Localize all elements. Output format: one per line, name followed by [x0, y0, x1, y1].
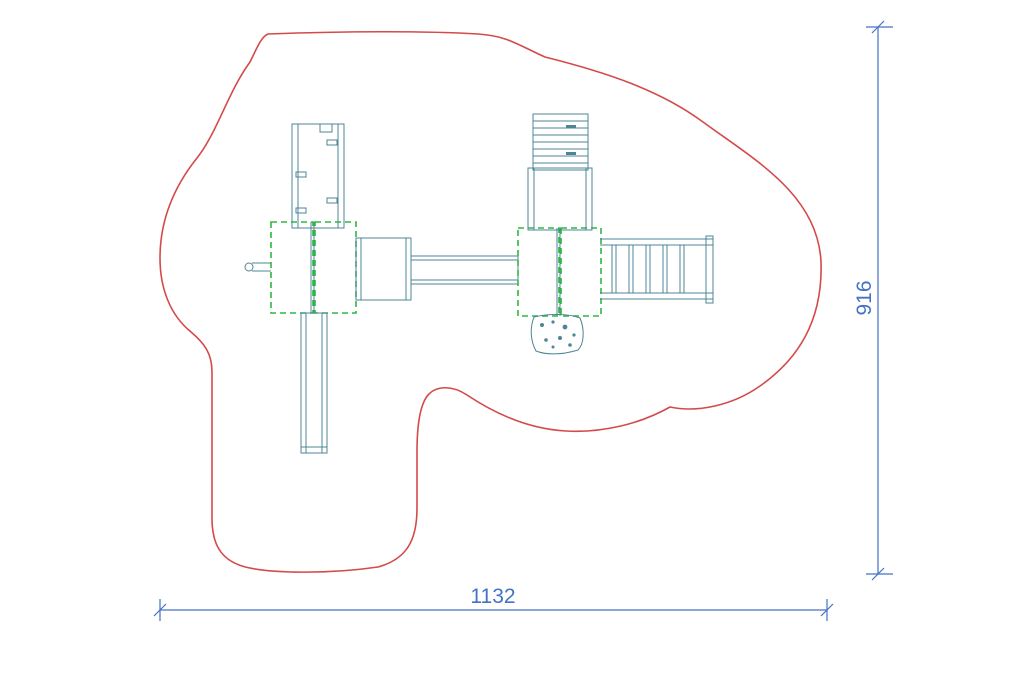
horizontal-ladder [600, 235, 714, 304]
height-dimension-label: 916 [853, 280, 876, 315]
platform-left-a [270, 221, 314, 314]
safety-zone-boundary [159, 30, 822, 573]
bridge-beam [355, 237, 519, 301]
lower-slide-rail [300, 312, 328, 454]
width-dim-tick-left [153, 603, 167, 617]
climbing-tower [291, 123, 345, 229]
width-dimension: 1132 [153, 585, 834, 621]
width-dim-tick-right [820, 603, 834, 617]
width-dimension-label: 1132 [470, 585, 515, 608]
platform-right-a [517, 227, 560, 317]
platform-left-b [314, 221, 357, 314]
slide-clamp-top [566, 125, 576, 128]
slide-clamp-bottom [566, 152, 576, 155]
climbing-wall [530, 314, 584, 355]
height-dimension: 916 [853, 20, 893, 581]
left-platforms [270, 221, 357, 314]
right-platforms [517, 227, 602, 317]
slide-tower [527, 113, 593, 231]
platform-right-b [560, 227, 602, 317]
height-dim-tick-top [871, 20, 885, 34]
grab-handle [244, 262, 271, 272]
height-dim-tick-bottom [871, 567, 885, 581]
